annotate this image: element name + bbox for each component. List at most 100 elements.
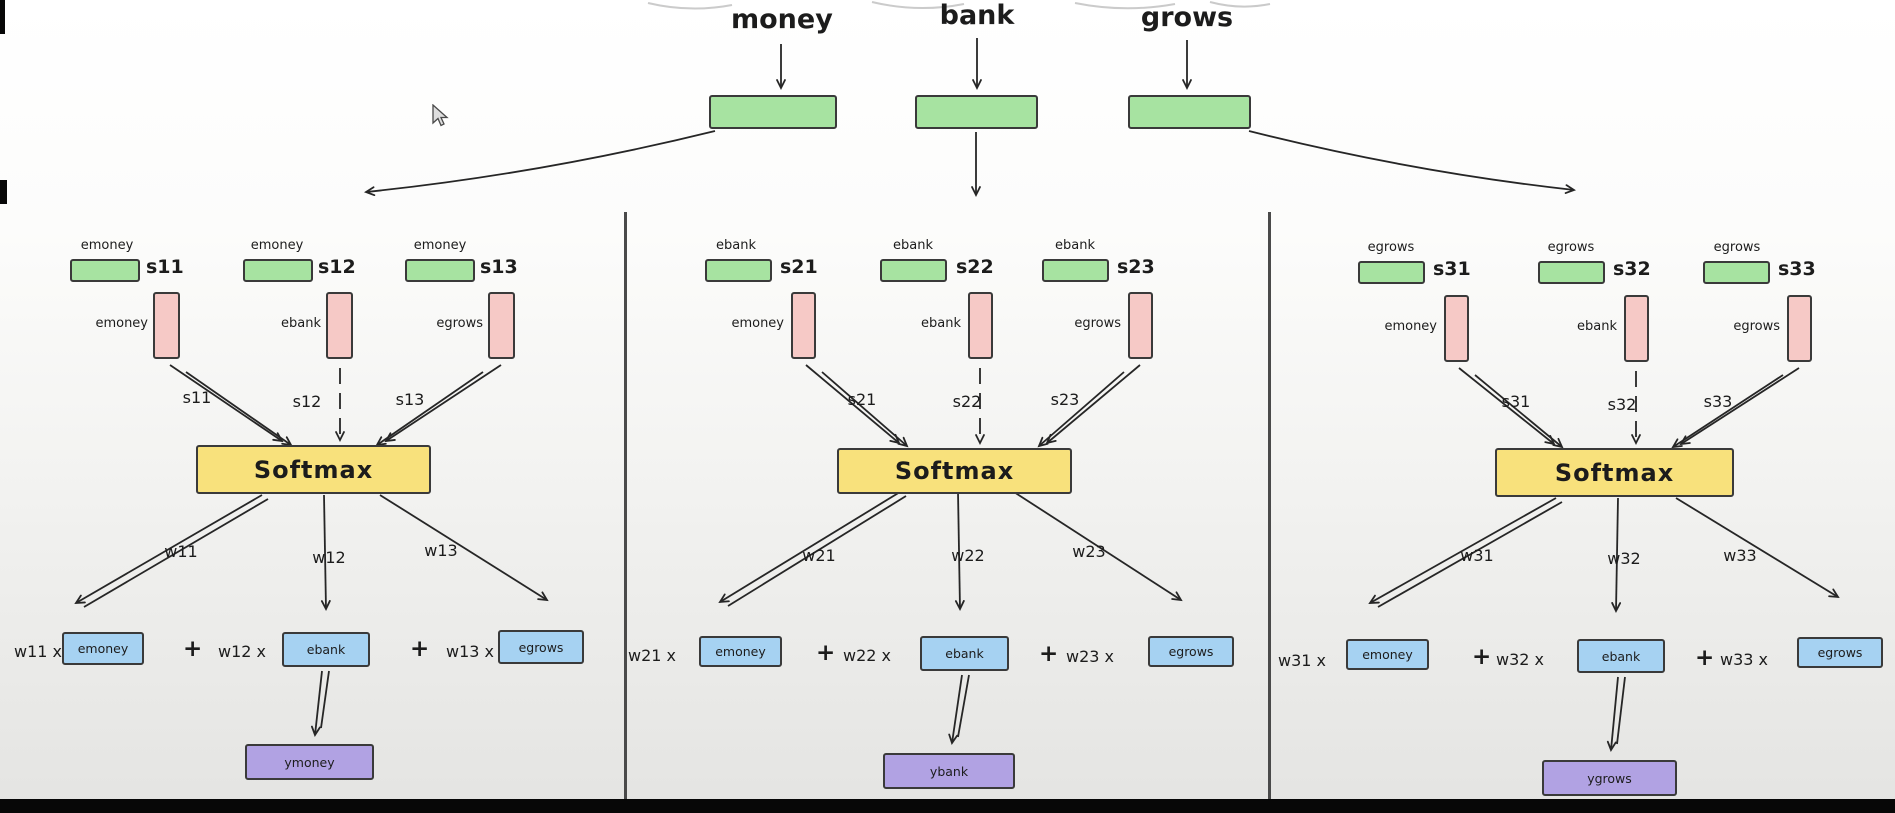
key-label: egrows [1074, 316, 1121, 331]
embedding-label: emoney [80, 238, 134, 253]
weight-arrow-label: w13 [424, 541, 458, 560]
key-label: egrows [1733, 319, 1780, 334]
plus-sign: + [410, 636, 430, 662]
separator-line-left [624, 212, 627, 802]
weight-arrow-label: w32 [1607, 549, 1641, 568]
key-embedding-box [326, 292, 353, 359]
score-arrow-label: s12 [292, 392, 322, 411]
output-box: ygrows [1542, 760, 1677, 796]
query-embedding-box [243, 259, 313, 282]
score-label: s23 [1117, 256, 1155, 278]
weight-arrow-label: w11 [164, 542, 198, 561]
softmax-box: Softmax [196, 445, 431, 494]
bottom-letterbox-bar [0, 799, 1895, 813]
weighted-embedding-box: egrows [498, 630, 584, 664]
weight-arrow-label: w12 [312, 548, 346, 567]
plus-sign: + [816, 640, 836, 666]
query-embedding-box [1538, 261, 1605, 284]
embedding-label: egrows [1367, 240, 1415, 255]
weight-arrow-label: w22 [951, 546, 985, 565]
score-label: s21 [780, 256, 818, 278]
score-arrow-label: s32 [1607, 395, 1637, 414]
key-label: ebank [1577, 319, 1617, 334]
score-arrow-label: s13 [395, 390, 425, 409]
weighted-embedding-box: ebank [282, 632, 370, 667]
weight-coefficient: w33 x [1720, 650, 1768, 669]
query-embedding-box [70, 259, 140, 282]
weight-coefficient: w22 x [843, 646, 891, 665]
key-embedding-box [1787, 295, 1812, 362]
weight-arrow-label: w31 [1460, 546, 1494, 565]
weight-coefficient: w21 x [628, 646, 676, 665]
cursor-pointer-icon [432, 103, 449, 127]
weight-coefficient: w13 x [446, 642, 494, 661]
sec2-output-arrow [948, 674, 970, 745]
weighted-embedding-box: emoney [1346, 639, 1429, 670]
score-label: s32 [1613, 258, 1651, 280]
input-word-grows: grows [1140, 2, 1234, 33]
key-embedding-box [153, 292, 180, 359]
sec2-weight-arrows [718, 491, 1183, 612]
score-arrow-label: s22 [952, 392, 982, 411]
weighted-embedding-box: egrows [1797, 637, 1883, 668]
embedding-label: ebank [893, 238, 933, 253]
edge-artifact [0, 0, 5, 34]
weighted-embedding-box: emoney [699, 636, 782, 667]
score-label: s11 [146, 256, 184, 278]
embedding-label: egrows [1547, 240, 1595, 255]
mouse-cursor [432, 103, 450, 134]
score-arrow-label: s11 [182, 388, 212, 407]
softmax-box: Softmax [837, 448, 1072, 494]
score-label: s12 [318, 256, 356, 278]
embedding-label: ebank [716, 238, 756, 253]
plus-sign: + [1695, 645, 1715, 671]
weight-arrow-label: w23 [1072, 542, 1106, 561]
score-label: s13 [480, 256, 518, 278]
weight-arrow-label: w21 [802, 546, 836, 565]
token-embedding-box-bank [915, 95, 1038, 129]
embedding-label: ebank [1055, 238, 1095, 253]
embedding-label: emoney [413, 238, 467, 253]
score-arrow-label: s33 [1703, 392, 1733, 411]
score-arrow-label: s23 [1050, 390, 1080, 409]
output-box: ymoney [245, 744, 374, 780]
key-embedding-box [1624, 295, 1649, 362]
key-embedding-box [791, 292, 816, 359]
sec1-output-arrow [310, 670, 330, 738]
query-embedding-box [1042, 259, 1109, 282]
weighted-embedding-box: emoney [62, 632, 144, 665]
weighted-embedding-box: ebank [920, 636, 1009, 671]
weight-coefficient: w32 x [1496, 650, 1544, 669]
cutoff-handwriting-strokes [647, 1, 1271, 10]
softmax-box: Softmax [1495, 448, 1734, 497]
query-embedding-box [1358, 261, 1425, 284]
query-embedding-box [880, 259, 947, 282]
token-embedding-box-money [709, 95, 837, 129]
key-embedding-box [1128, 292, 1153, 359]
key-label: emoney [95, 316, 148, 331]
branch-arrows [363, 130, 1577, 198]
key-label: emoney [731, 316, 784, 331]
input-word-money: money [731, 4, 833, 35]
key-label: ebank [921, 316, 961, 331]
weight-coefficient: w31 x [1278, 651, 1326, 670]
input-word-arrows [776, 38, 1192, 91]
sec2-score-arrows [805, 364, 1141, 448]
plus-sign: + [1472, 644, 1492, 670]
sec1-weight-arrows [74, 494, 549, 612]
score-arrow-label: s31 [1501, 392, 1531, 411]
score-label: s22 [956, 256, 994, 278]
score-label: s31 [1433, 258, 1471, 280]
weight-coefficient: w23 x [1066, 647, 1114, 666]
sec3-weight-arrows [1368, 497, 1840, 614]
plus-sign: + [1039, 641, 1059, 667]
weighted-embedding-box: ebank [1577, 639, 1665, 673]
query-embedding-box [1703, 261, 1770, 284]
sec3-output-arrow [1606, 676, 1626, 753]
key-embedding-box [968, 292, 993, 359]
key-label: egrows [436, 316, 483, 331]
key-label: ebank [281, 316, 321, 331]
score-arrow-label: s21 [847, 390, 877, 409]
